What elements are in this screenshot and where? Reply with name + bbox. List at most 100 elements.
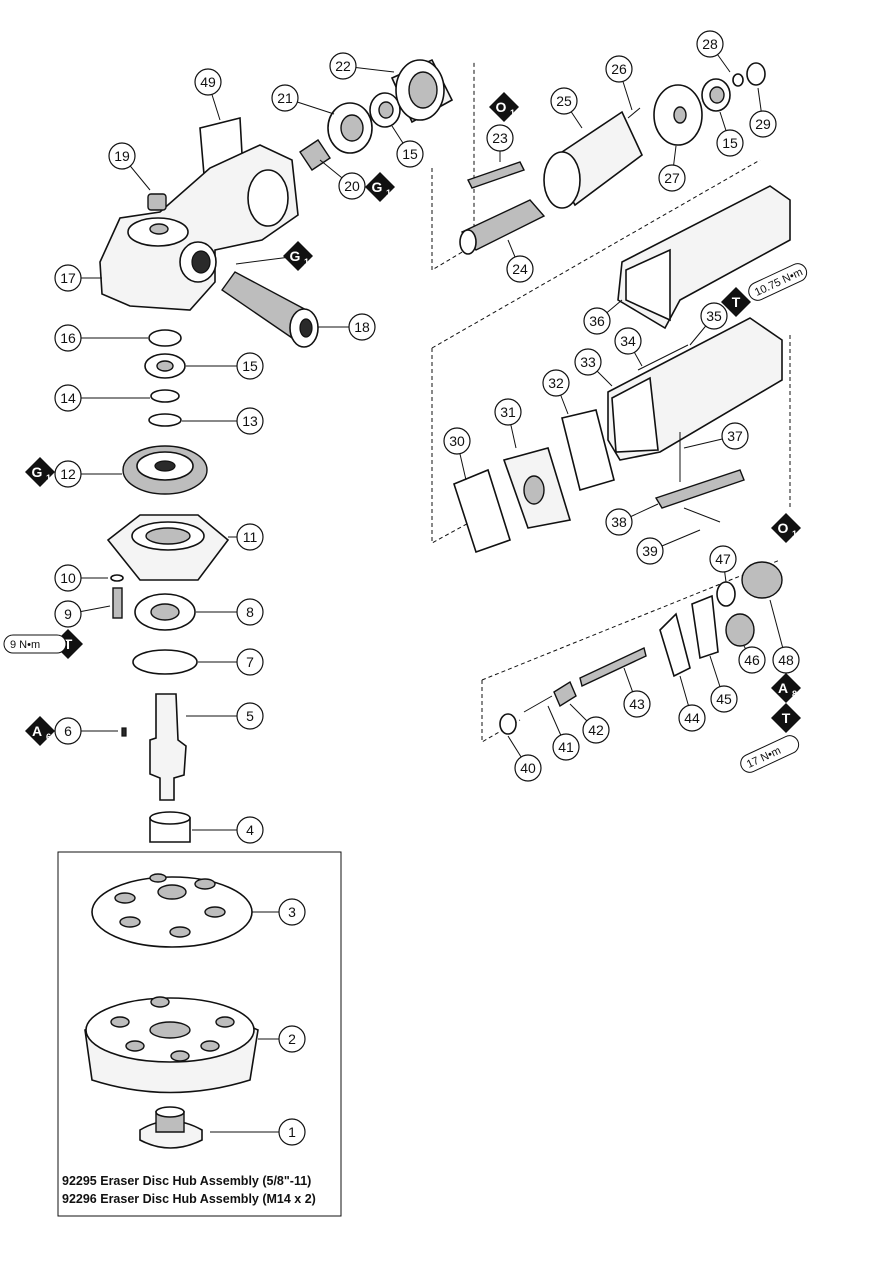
callout-number-34: 34 <box>620 333 636 349</box>
badge-subscript: 1 <box>46 473 51 483</box>
callout-circle-32 <box>542 369 570 397</box>
callout-number-29: 29 <box>755 116 771 132</box>
callout-circle-2 <box>278 1025 306 1053</box>
callout-number-22: 22 <box>335 58 351 74</box>
callout-17: 17 <box>54 264 102 292</box>
assembly-box <box>57 851 342 1217</box>
callout-circle-26 <box>605 55 633 83</box>
callout-27: 27 <box>658 145 686 192</box>
callout-number-15: 15 <box>722 135 738 151</box>
badge-subscript: 1 <box>510 108 515 118</box>
callout-number-21: 21 <box>277 90 293 106</box>
badge-diamond <box>283 241 313 271</box>
callout-circle-16 <box>54 324 82 352</box>
callout-circle-10 <box>54 564 82 592</box>
callout-number-20: 20 <box>344 178 360 194</box>
callout-15: 15 <box>186 352 264 380</box>
callout-circle-5 <box>236 702 264 730</box>
callout-16: 16 <box>54 324 148 352</box>
callout-number-18: 18 <box>354 319 370 335</box>
callout-44: 44 <box>678 675 706 732</box>
callout-circle-15 <box>236 352 264 380</box>
callout-circle-43 <box>623 690 651 718</box>
callout-number-10: 10 <box>60 570 76 586</box>
callout-number-13: 13 <box>242 413 258 429</box>
callout-12: 12 <box>54 460 122 488</box>
callout-48: 48 <box>769 599 800 674</box>
callout-19: 19 <box>108 142 151 191</box>
callout-circle-31 <box>494 398 522 426</box>
callout-layer: 1234567891011121314151617181920212215232… <box>54 30 800 1146</box>
callout-number-26: 26 <box>611 61 627 77</box>
badge-subscript: 1 <box>386 188 391 198</box>
callout-circle-47 <box>709 545 737 573</box>
callout-circle-25 <box>550 87 578 115</box>
callout-circle-9 <box>54 600 82 628</box>
badge-diamond <box>771 703 801 733</box>
callout-number-19: 19 <box>114 148 130 164</box>
badge-diamond <box>25 457 55 487</box>
callout-20: 20 <box>319 159 366 200</box>
callout-circle-15 <box>716 129 744 157</box>
callout-32: 32 <box>542 369 570 415</box>
callout-3: 3 <box>252 898 306 926</box>
callout-number-38: 38 <box>611 514 627 530</box>
callout-number-41: 41 <box>558 739 574 755</box>
badge-letter: T <box>782 710 791 726</box>
callout-41: 41 <box>547 705 580 761</box>
badge-diamond <box>25 716 55 746</box>
callout-circle-4 <box>236 816 264 844</box>
badge-letter: O <box>496 99 507 115</box>
callout-number-45: 45 <box>716 691 732 707</box>
badge-subscript: 1 <box>304 257 309 267</box>
callout-number-11: 11 <box>243 529 258 545</box>
parts-drawings <box>84 58 791 1149</box>
badge-letter: G <box>32 464 43 480</box>
callout-circle-33 <box>574 348 602 376</box>
callout-18: 18 <box>318 313 376 341</box>
callout-number-27: 27 <box>664 170 680 186</box>
badge-letter: G <box>290 248 301 264</box>
callout-22: 22 <box>329 52 395 80</box>
callout-33: 33 <box>574 348 613 387</box>
callout-23: 23 <box>486 124 514 162</box>
torque-label-2: 10.75 N•m <box>748 263 808 301</box>
callout-38: 38 <box>605 503 659 536</box>
callout-number-14: 14 <box>60 390 76 406</box>
badge-subscript: 1 <box>792 529 797 539</box>
callout-circle-28 <box>696 30 724 58</box>
badge-diamond <box>365 172 395 202</box>
callout-number-42: 42 <box>588 722 604 738</box>
callout-46: 46 <box>738 645 766 674</box>
callout-circle-8 <box>236 598 264 626</box>
callout-2: 2 <box>258 1025 306 1053</box>
badge-t: T <box>721 287 751 317</box>
callout-29: 29 <box>749 87 777 138</box>
callout-25: 25 <box>550 87 583 129</box>
callout-circle-7 <box>236 648 264 676</box>
badge-letter: T <box>64 636 73 652</box>
callout-number-43: 43 <box>629 696 645 712</box>
callout-circle-22 <box>329 52 357 80</box>
callout-21: 21 <box>271 84 335 115</box>
callout-36: 36 <box>583 299 623 335</box>
callout-circle-24 <box>506 255 534 283</box>
callout-43: 43 <box>623 667 651 718</box>
callout-5: 5 <box>186 702 264 730</box>
callout-number-37: 37 <box>727 428 743 444</box>
callout-number-8: 8 <box>246 604 254 620</box>
badge-letter: A <box>778 680 788 696</box>
callout-15: 15 <box>716 111 744 157</box>
badge-letter: G <box>372 179 383 195</box>
part-5-spindle <box>149 693 187 801</box>
callout-circle-3 <box>278 898 306 926</box>
callout-circle-18 <box>348 313 376 341</box>
callout-number-15: 15 <box>242 358 258 374</box>
badge-letter: T <box>732 294 741 310</box>
torque-label-1: 9 N•m <box>3 634 67 654</box>
callout-number-1: 1 <box>288 1124 296 1140</box>
callout-34: 34 <box>614 327 643 367</box>
